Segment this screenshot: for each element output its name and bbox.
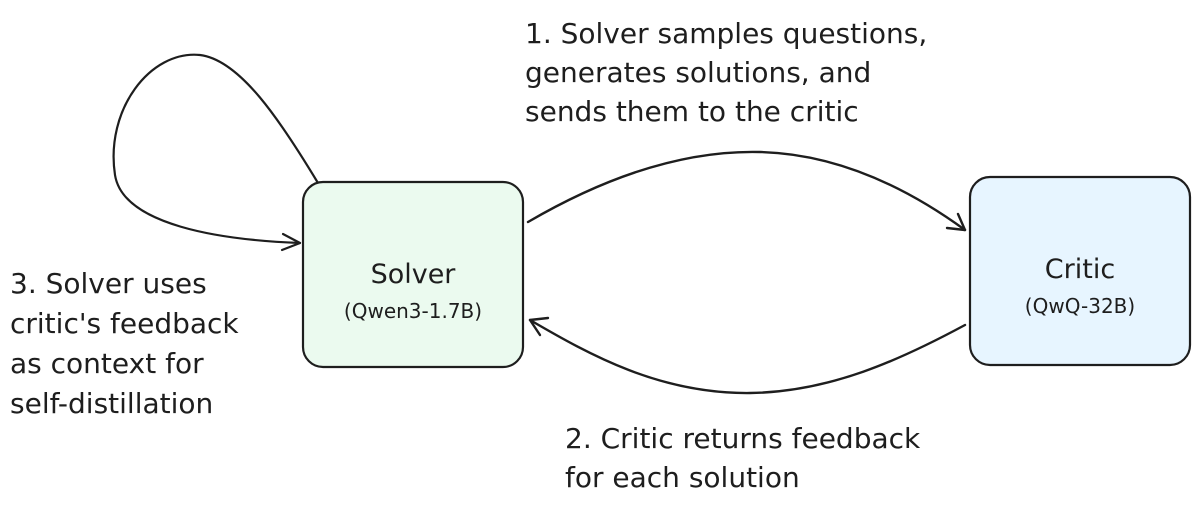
- self-loop-arrow: [112, 53, 320, 252]
- step2-line: for each solution: [565, 461, 800, 494]
- step2-label: 2. Critic returns feedback for each solu…: [565, 422, 921, 494]
- solver-title: Solver: [371, 259, 457, 290]
- step1-line: sends them to the critic: [525, 95, 859, 128]
- step3-line: critic's feedback: [10, 307, 239, 340]
- step2-line: 2. Critic returns feedback: [565, 422, 921, 455]
- critic-title: Critic: [1045, 254, 1115, 285]
- critic-subtitle: (QwQ-32B): [1025, 294, 1135, 318]
- step3-line: 3. Solver uses: [10, 267, 207, 300]
- solver-box: [301, 180, 525, 369]
- solver-to-critic-arrow: [526, 150, 967, 232]
- step3-line: self-distillation: [10, 387, 213, 420]
- critic-box: [968, 175, 1192, 367]
- step1-line: 1. Solver samples questions,: [525, 17, 927, 50]
- solver-subtitle: (Qwen3-1.7B): [344, 299, 482, 323]
- solver-node: Solver (Qwen3-1.7B): [301, 180, 525, 369]
- step3-label: 3. Solver uses critic's feedback as cont…: [10, 267, 239, 420]
- critic-to-solver-arrow: [528, 316, 967, 395]
- step1-line: generates solutions, and: [525, 56, 871, 89]
- step3-line: as context for: [10, 347, 204, 380]
- step1-label: 1. Solver samples questions, generates s…: [525, 17, 927, 128]
- critic-node: Critic (QwQ-32B): [968, 175, 1192, 367]
